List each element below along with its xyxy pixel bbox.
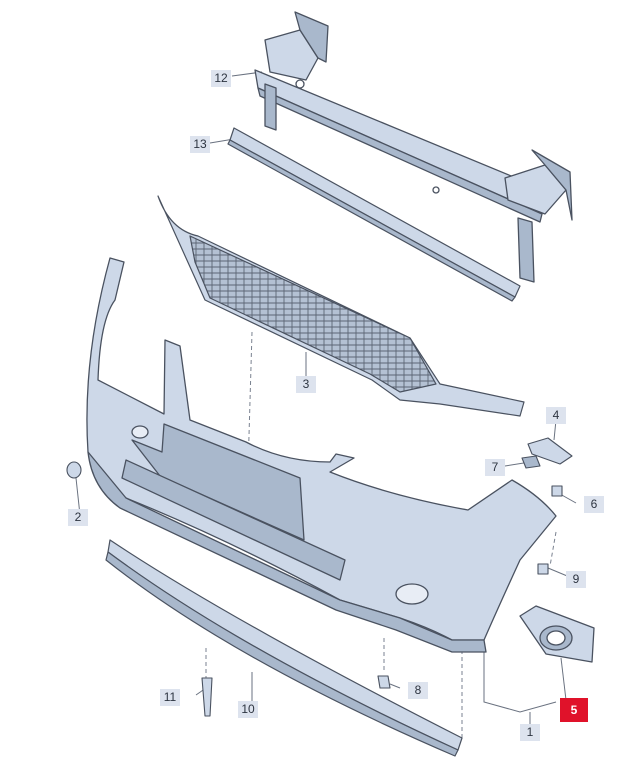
callout-13: 13 [190, 136, 210, 153]
absorber-strip [227, 127, 521, 302]
leader-lines [75, 71, 577, 730]
callout-5-highlighted: 5 [560, 698, 588, 722]
callout-11: 11 [160, 689, 180, 706]
fog-lamp-trim [519, 605, 595, 663]
callout-3: 3 [296, 376, 316, 393]
callout-10: 10 [238, 701, 258, 718]
lower-grille [157, 195, 525, 417]
callout-1: 1 [520, 724, 540, 741]
callout-7: 7 [485, 459, 505, 476]
small-fasteners [66, 437, 573, 717]
callout-8: 8 [408, 682, 428, 699]
callout-9: 9 [566, 571, 586, 588]
callout-12: 12 [211, 70, 231, 87]
callout-6: 6 [584, 496, 604, 513]
bumper-cover [86, 257, 557, 653]
callout-2: 2 [68, 509, 88, 526]
impact-beam [254, 11, 573, 283]
lower-spoiler [105, 539, 463, 757]
callout-4: 4 [546, 407, 566, 424]
